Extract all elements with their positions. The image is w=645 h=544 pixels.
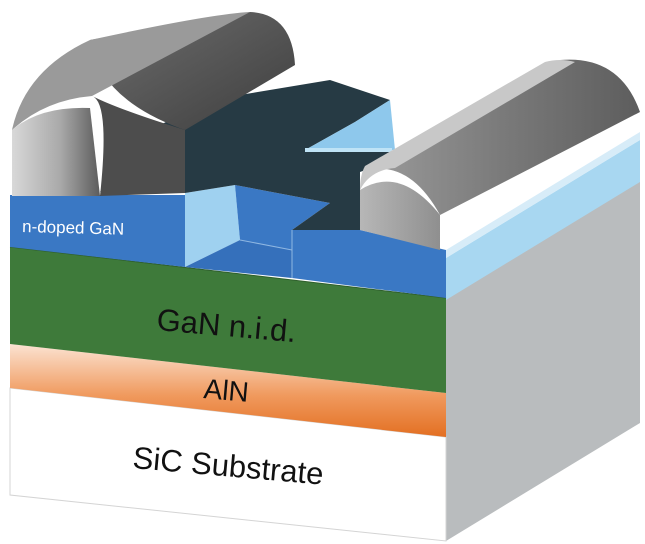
channel-light-side (305, 100, 395, 150)
recess-light-wall-left (185, 185, 240, 267)
channel-light-strip (305, 148, 392, 152)
n-doped-left-block (10, 195, 185, 267)
left-contact-side (92, 96, 185, 196)
right-contact-top (365, 59, 640, 216)
top-strip-right (446, 132, 640, 258)
label-n-doped-gan: n-doped GaN (22, 217, 125, 239)
gan-nid-layer (10, 247, 446, 393)
recess-edge-1 (239, 239, 293, 251)
n-doped-right-block (292, 230, 446, 298)
right-contact-ridge (360, 60, 575, 190)
aln-layer (10, 344, 446, 437)
n-doped-side-face (446, 140, 640, 300)
label-aln: AlN (202, 373, 250, 408)
gan-top-edge (9, 246, 447, 299)
left-contact-upper (12, 12, 250, 130)
left-contact-front (12, 107, 100, 196)
recess-floor (185, 240, 292, 278)
recess-step (235, 185, 330, 250)
right-contact-front (360, 181, 440, 250)
